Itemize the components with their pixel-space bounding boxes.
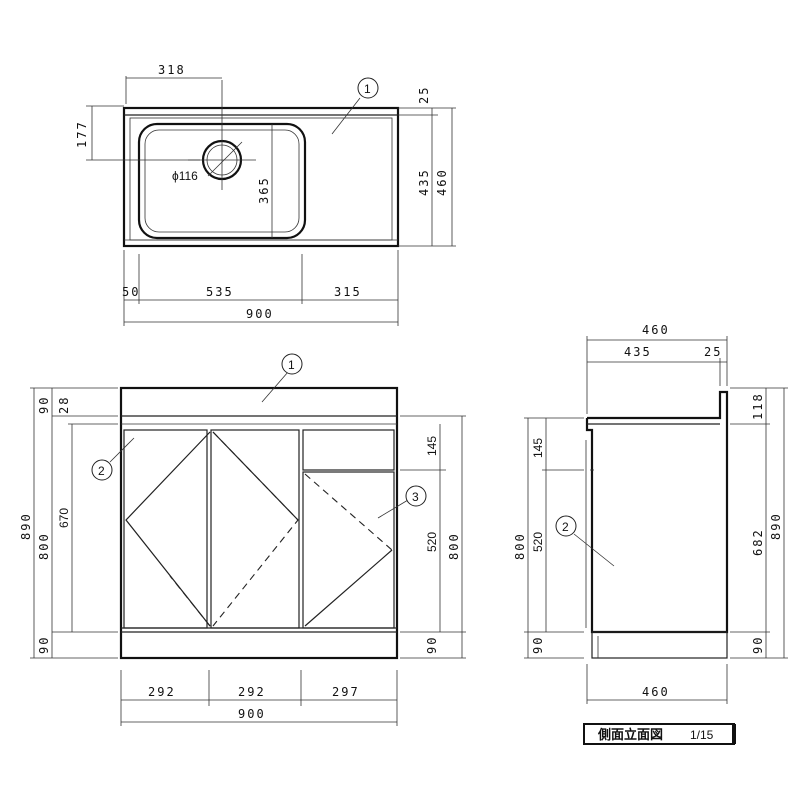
dim-535-label: 535 [206,285,234,299]
door-middle-swing-solid [212,431,299,521]
front-callout-1-leader [261,371,289,403]
cabinet-outline [119,386,399,660]
side-callout-2-circle [555,515,577,537]
front-callout-2-label: 2 [98,464,105,478]
callout-1-circle [357,77,379,99]
dim-177-label: 177 [75,120,89,148]
front-dim-90-top-label: 90 [37,396,51,414]
front-dim-292a-label: 292 [148,685,176,699]
dim-365-label: 365 [257,176,271,204]
side-dim-890-label: 890 [769,512,783,540]
door-left [123,429,208,629]
front-dim-520-label: 520 [425,532,439,552]
front-dim-292b-label: 292 [238,685,266,699]
front-dim-90-bottom-label: 90 [37,636,51,654]
title-block: 側面立面図 1/15 [583,723,736,745]
front-callout-2-circle [91,459,113,481]
dim-318-label: 318 [158,63,186,77]
callout-1-label: 1 [364,82,371,96]
front-view: 890 800 670 90 28 90 145 520 800 90 292 … [19,353,466,726]
side-dim-460-label: 460 [642,323,670,337]
front-dim-800-label: 800 [37,532,51,560]
title-block-scale: 1/15 [690,728,714,742]
dim-460-label: 460 [435,168,449,196]
front-dim-900-label: 900 [238,707,266,721]
side-profile [585,390,729,634]
front-dim-28-label: 28 [57,396,71,414]
front-dim-800-right-label: 800 [447,532,461,560]
door-left-swing-solid [125,431,211,627]
front-dim-297-label: 297 [332,685,360,699]
dim-315-label: 315 [334,285,362,299]
front-dim-890-label: 890 [19,512,33,540]
front-callout-1-label: 1 [288,358,295,372]
title-block-label: 側面立面図 [597,727,663,743]
side-plinth [591,631,728,659]
side-dim-800-label: 800 [513,532,527,560]
top-view: ϕ116 318 177 365 25 435 460 50 535 315 9… [75,63,456,326]
side-dim-520-label: 520 [531,532,545,552]
title-block-shadow [732,724,736,744]
side-dim-460-bottom-label: 460 [642,685,670,699]
side-dim-90-right-label: 90 [751,636,765,654]
side-callout-2-label: 2 [562,520,569,534]
side-dim-435-label: 435 [624,345,652,359]
side-dim-25-label: 25 [704,345,722,359]
drawer-swing-solid [304,549,393,627]
drain-diameter-label: ϕ116 [172,169,198,183]
front-dim-670-label: 670 [57,508,71,528]
side-callout-2-leader [573,533,615,567]
drawer-swing-dash [304,473,393,551]
dim-900-label: 900 [246,307,274,321]
side-dim-682-label: 682 [751,528,765,556]
dim-435-label: 435 [417,168,431,196]
front-dim-90-right-label: 90 [425,636,439,654]
front-callout-3-leader [377,499,409,519]
front-dim-145-label: 145 [425,436,439,456]
side-dim-118-label: 118 [751,392,765,420]
drawer-top [302,429,395,471]
door-middle-swing-dash [212,431,299,627]
side-view: 460 435 25 145 800 520 90 118 682 890 90… [513,323,788,704]
door-left-swing-dash [169,575,211,627]
front-callout-2-leader [109,437,135,463]
side-dim-90-left-label: 90 [531,636,545,654]
side-dim-145-label: 145 [531,438,545,458]
callout-1-leader [331,97,361,135]
front-callout-3-label: 3 [412,490,419,504]
dim-50-label: 50 [122,285,140,299]
door-middle [210,429,300,629]
drain-leader [207,141,243,177]
front-callout-1-circle [281,353,303,375]
door-right [302,471,395,629]
dim-25-label: 25 [417,86,431,104]
counter-outline [122,106,400,248]
front-callout-3-circle [405,485,427,507]
